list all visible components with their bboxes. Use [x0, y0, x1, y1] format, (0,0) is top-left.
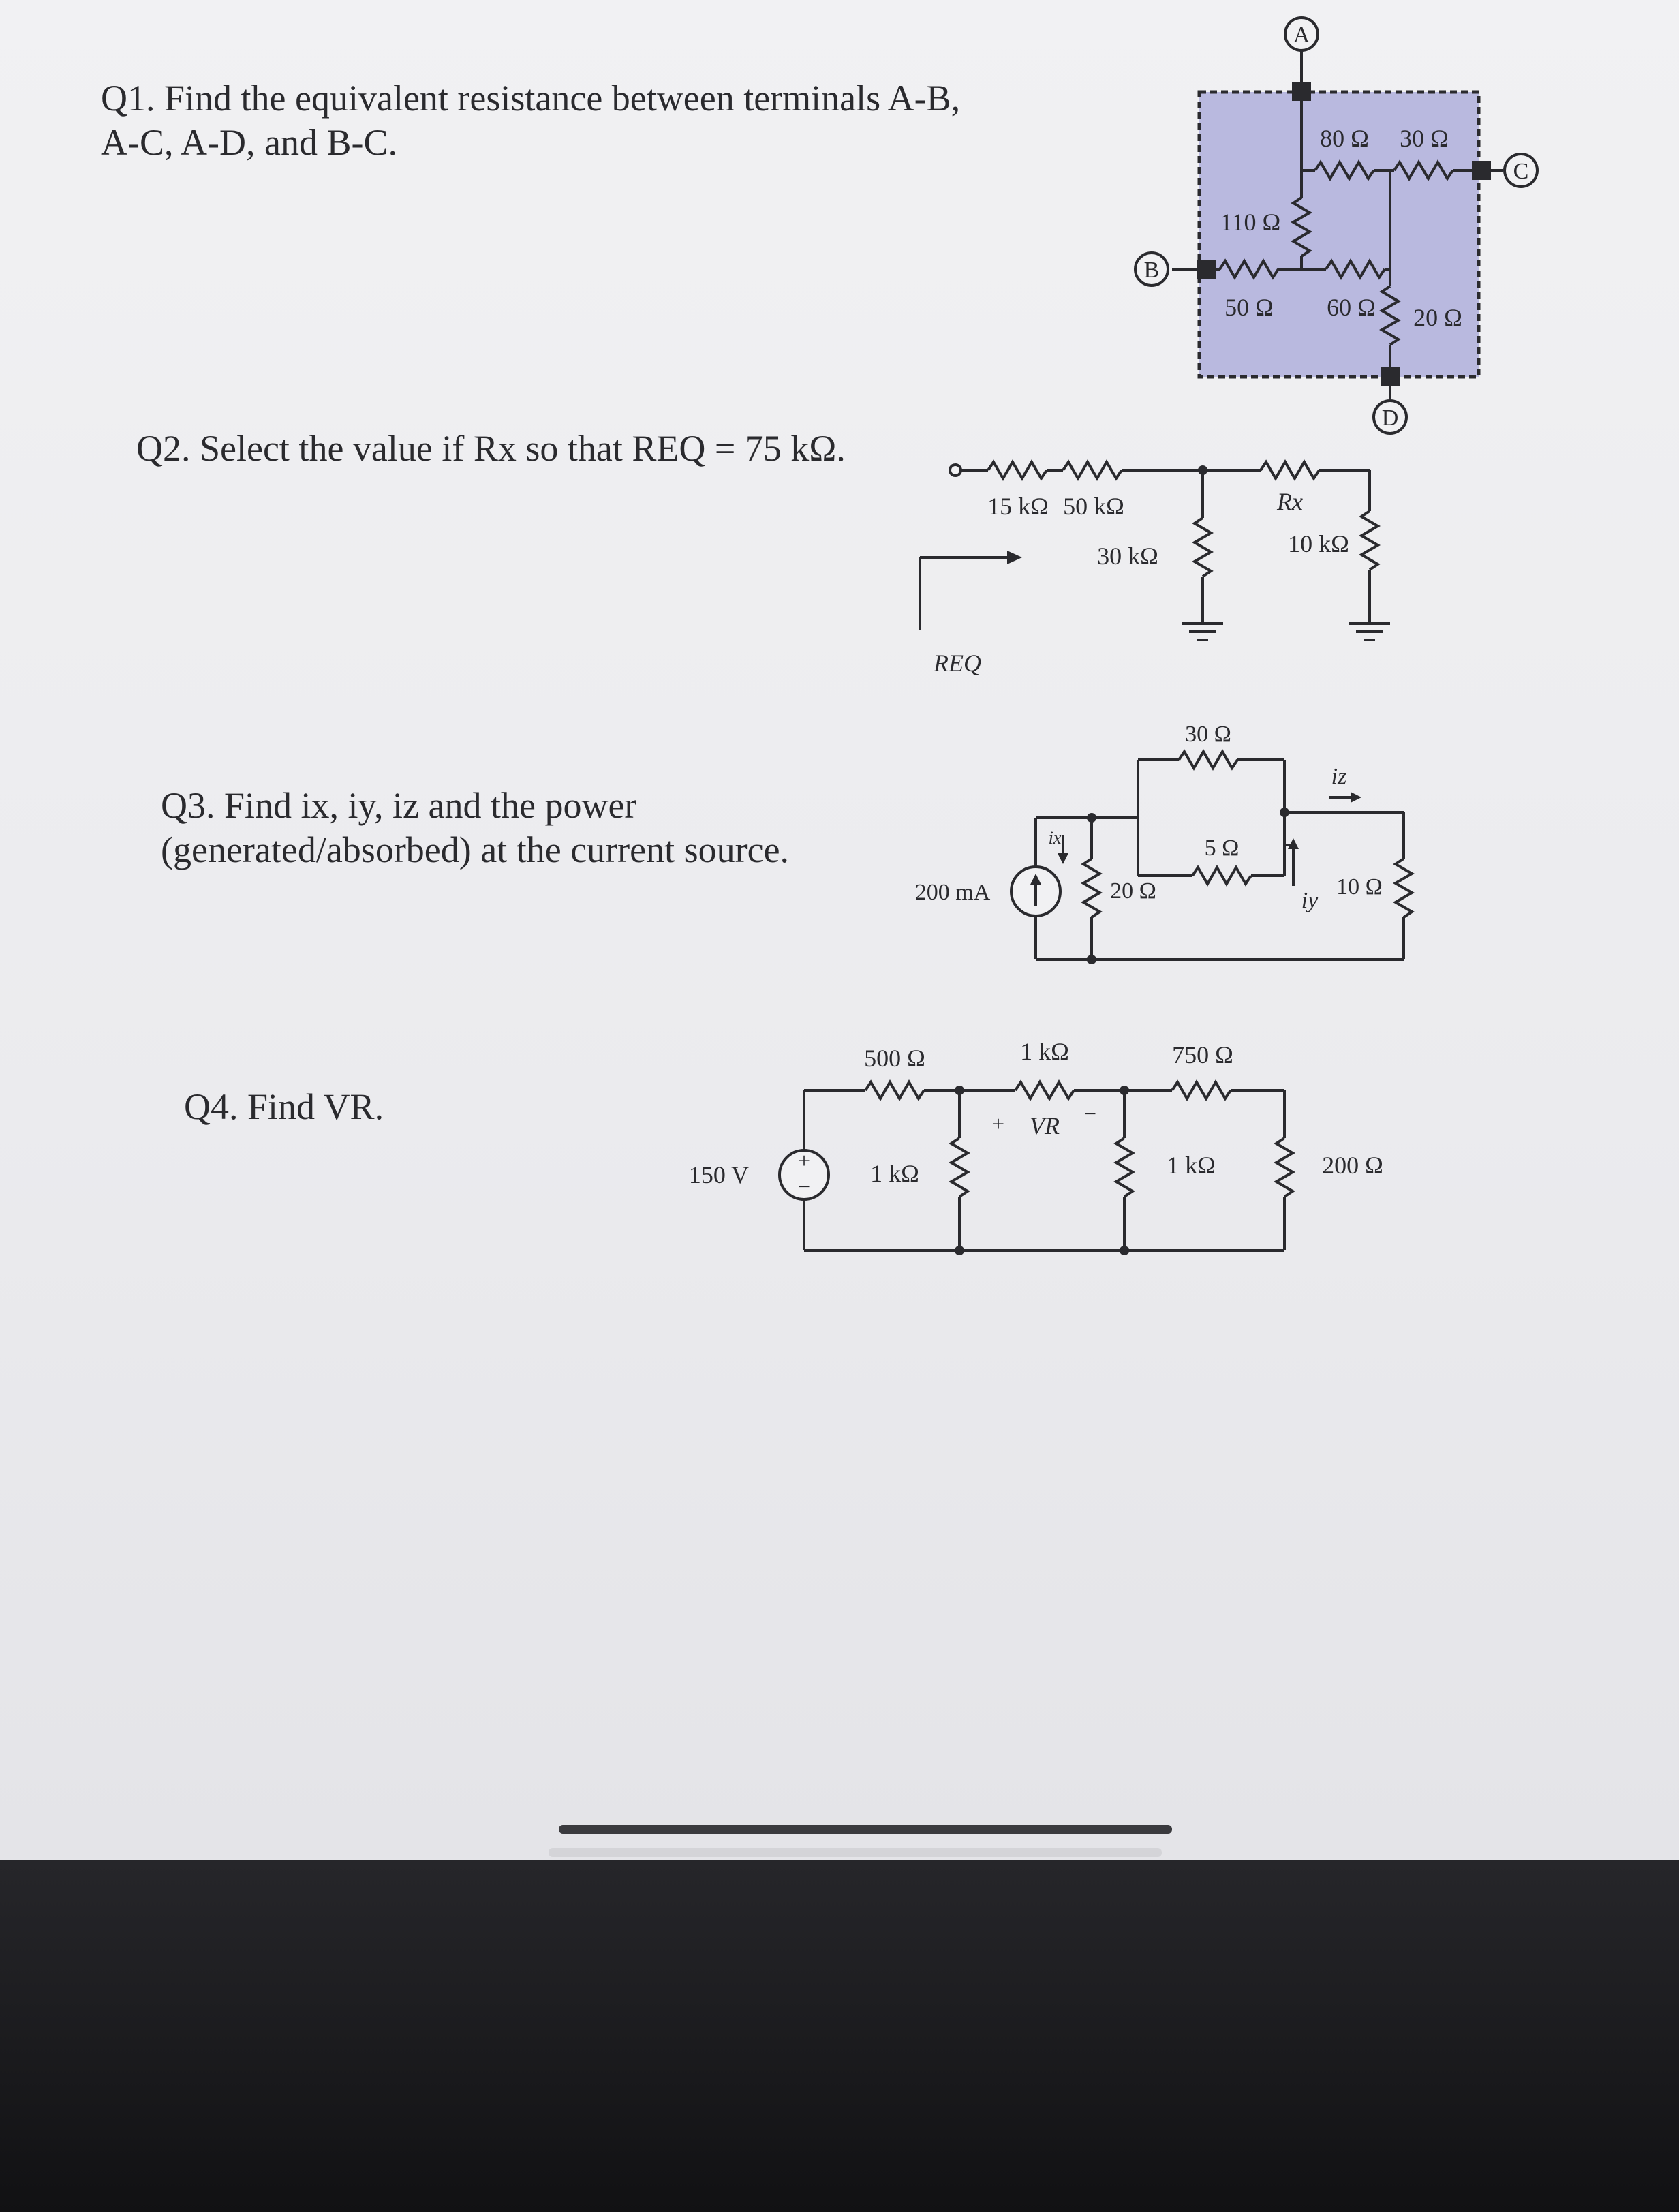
r10k-label: 10 kΩ: [1288, 530, 1349, 557]
r20-label: 20 Ω: [1110, 878, 1156, 904]
resistor-200: [1274, 1137, 1295, 1198]
r50k-label: 50 kΩ: [1063, 493, 1124, 520]
document-page: Q1. Find the equivalent resistance betwe…: [0, 0, 1679, 1860]
r80-label: 80 Ω: [1320, 125, 1369, 152]
r30-label: 30 Ω: [1400, 125, 1449, 152]
screen-bezel: [0, 1860, 1679, 2212]
resistor-1k-a: [949, 1137, 970, 1198]
r50-label: 50 Ω: [1224, 294, 1274, 321]
iy-label: iy: [1301, 888, 1319, 913]
r10-label: 10 Ω: [1336, 874, 1383, 900]
r15k-label: 15 kΩ: [987, 493, 1049, 520]
r30k-label: 30 kΩ: [1097, 542, 1158, 570]
vr-minus: −: [1084, 1101, 1096, 1126]
source-plus: +: [798, 1148, 810, 1173]
r1k-b-label: 1 kΩ: [1167, 1152, 1216, 1179]
question-1: Q1. Find the equivalent resistance betwe…: [101, 78, 961, 163]
stylus-bar: [559, 1825, 1172, 1834]
vr-plus: +: [992, 1111, 1004, 1136]
resistor-50: [1218, 258, 1280, 280]
resistor-80: [1314, 159, 1375, 181]
r500-label: 500 Ω: [864, 1045, 925, 1072]
resistor-50k: [1062, 459, 1123, 481]
resistor-30k: [1192, 517, 1214, 578]
terminal-d-label: D: [1382, 405, 1399, 431]
rx-label: Rx: [1276, 488, 1303, 515]
resistor-20: [1081, 857, 1103, 919]
resistor-500: [864, 1079, 925, 1101]
circuit-2-diagram: 15 kΩ 50 kΩ 30 kΩ Rx 10 kΩ REQ: [919, 459, 1390, 677]
resistor-30: [1177, 749, 1239, 771]
r30-label: 30 Ω: [1185, 722, 1231, 747]
resistor-10k: [1359, 510, 1381, 571]
resistor-5: [1191, 865, 1252, 887]
r200-label: 200 Ω: [1322, 1152, 1383, 1179]
source-minus: −: [798, 1174, 810, 1199]
r1k-series-label: 1 kΩ: [1020, 1038, 1069, 1065]
r750-label: 750 Ω: [1172, 1041, 1233, 1069]
req-label: REQ: [933, 649, 981, 677]
req-arrowhead: [1007, 551, 1022, 564]
terminal-a-label: A: [1293, 22, 1310, 48]
ix-label: ix: [1049, 828, 1062, 848]
resistor-10: [1393, 857, 1415, 919]
source-label: 200 mA: [915, 880, 991, 905]
resistor-20: [1379, 285, 1401, 346]
resistor-30: [1393, 159, 1454, 181]
source-label: 150 V: [689, 1161, 749, 1188]
resistor-1k-series: [1014, 1079, 1075, 1101]
question-2: Q2. Select the value if Rx so that REQ =…: [136, 428, 846, 469]
voltage-source-150v: [778, 1149, 830, 1201]
r1k-a-label: 1 kΩ: [870, 1160, 919, 1187]
resistor-15k: [987, 459, 1048, 481]
stylus-bar-lower: [549, 1848, 1162, 1857]
circuit-1-diagram: A B C D 80 Ω 30 Ω 110 Ω 50 Ω 60 Ω 20 Ω: [1134, 16, 1539, 435]
r60-label: 60 Ω: [1327, 294, 1376, 321]
question-3: Q3. Find ix, iy, iz and the power (gener…: [161, 785, 790, 870]
iz-label: iz: [1331, 764, 1347, 789]
terminal-b-label: B: [1144, 258, 1160, 283]
vr-label: VR: [1030, 1112, 1060, 1139]
resistor-750: [1171, 1079, 1232, 1101]
circuit-3-diagram: 30 Ω 5 Ω 20 Ω 10 Ω 200 mA ix iy iz: [915, 722, 1415, 964]
circuit-4-diagram: 500 Ω 1 kΩ 750 Ω 150 V + − 1 kΩ 1 kΩ 200…: [689, 1038, 1383, 1255]
circuit-1-box: [1197, 90, 1481, 379]
terminal-c-label: C: [1513, 159, 1529, 184]
r20-label: 20 Ω: [1413, 304, 1462, 331]
resistor-60: [1325, 258, 1386, 280]
r110-label: 110 Ω: [1220, 209, 1280, 236]
question-4: Q4. Find VR.: [184, 1086, 384, 1127]
resistor-rx: [1259, 459, 1321, 481]
resistor-110: [1291, 196, 1312, 258]
resistor-1k-b: [1113, 1137, 1135, 1198]
r5-label: 5 Ω: [1205, 835, 1239, 861]
